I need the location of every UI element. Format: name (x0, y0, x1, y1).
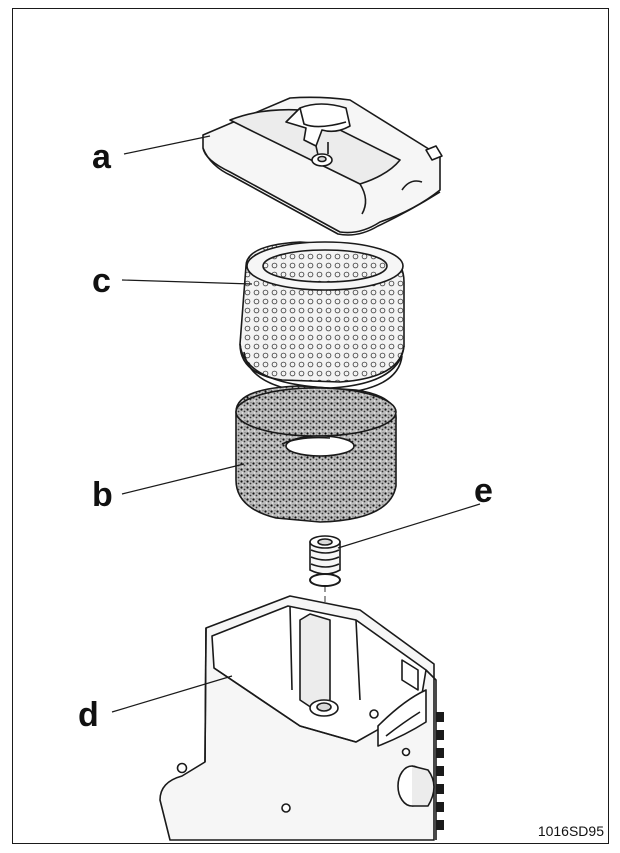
leader-line-e (337, 503, 481, 549)
figure-code: 1016SD95 (537, 823, 604, 839)
figure-frame (12, 8, 609, 844)
paper-element-part-c (239, 241, 405, 395)
label-d: d (78, 696, 99, 734)
label-e: e (474, 472, 493, 510)
drain-valve-part-e (309, 535, 341, 575)
label-b: b (92, 476, 113, 514)
cooling-fins (436, 712, 444, 830)
leader-line-d (111, 675, 233, 713)
label-a: a (92, 138, 111, 176)
housing-part-d (159, 595, 437, 841)
cover-part-a (202, 96, 443, 236)
leader-line-a (123, 135, 211, 155)
label-c: c (92, 262, 111, 300)
foam-prefilter-part-b (235, 385, 397, 523)
leader-line-c (121, 279, 253, 285)
leader-line-b (121, 463, 245, 495)
o-ring (309, 573, 341, 587)
